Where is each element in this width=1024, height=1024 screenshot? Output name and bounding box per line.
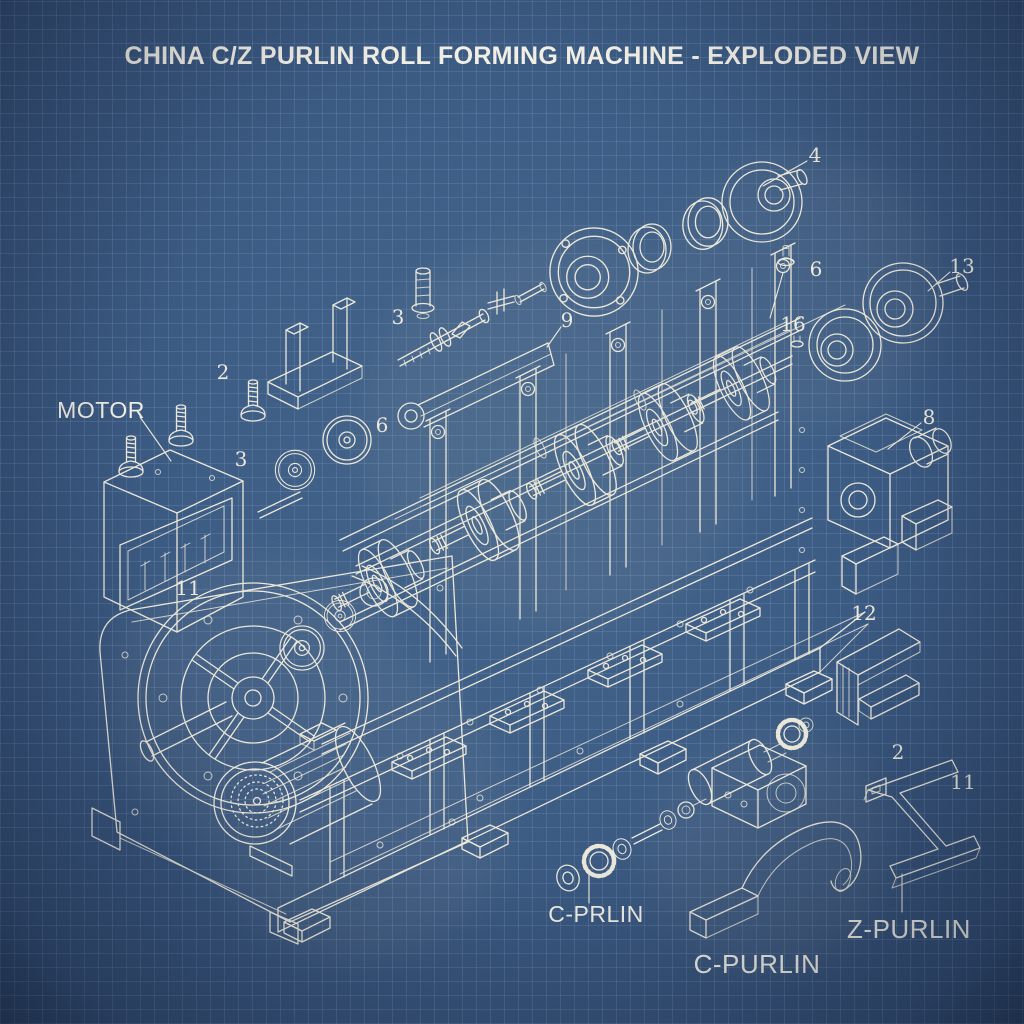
blueprint-canvas: CHINA C/Z PURLIN ROLL FORMING MACHINE - …: [0, 0, 1024, 1024]
paper-noise-overlay: [0, 0, 1024, 1024]
blueprint-drawing: CHINA C/Z PURLIN ROLL FORMING MACHINE - …: [0, 0, 1024, 1024]
